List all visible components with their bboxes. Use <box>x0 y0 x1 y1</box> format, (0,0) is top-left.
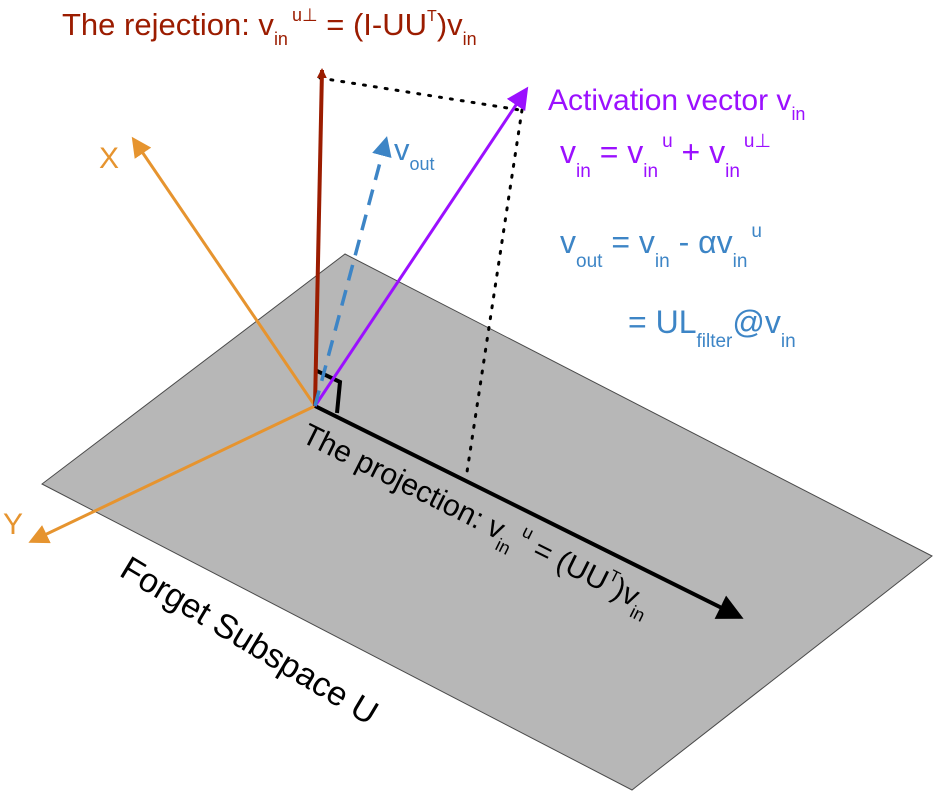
equation-vout: vout = vin - αvinu <box>560 221 762 272</box>
activation-vector-arrow <box>313 86 529 407</box>
axis-x-label: X <box>99 142 119 175</box>
rejection-arrow <box>313 68 327 407</box>
activation-label: Activation vector vin <box>548 84 805 124</box>
vout-label: vout <box>394 132 435 174</box>
axis-y-arrow <box>28 404 316 544</box>
axis-y-label: Y <box>3 508 23 541</box>
axis-x-arrow <box>131 136 317 407</box>
equation-filter: = ULfilter@vin <box>628 304 796 352</box>
vout-arrow <box>313 136 392 407</box>
equation-decomposition: vin = vinu + vinu⊥ <box>560 131 771 182</box>
forget-subspace-plane <box>41 253 933 791</box>
dotted-line-top <box>318 76 522 112</box>
rejection-title: The rejection: vinu⊥ = (I-UUT)vin <box>62 5 477 49</box>
projection-arrow <box>314 404 744 619</box>
